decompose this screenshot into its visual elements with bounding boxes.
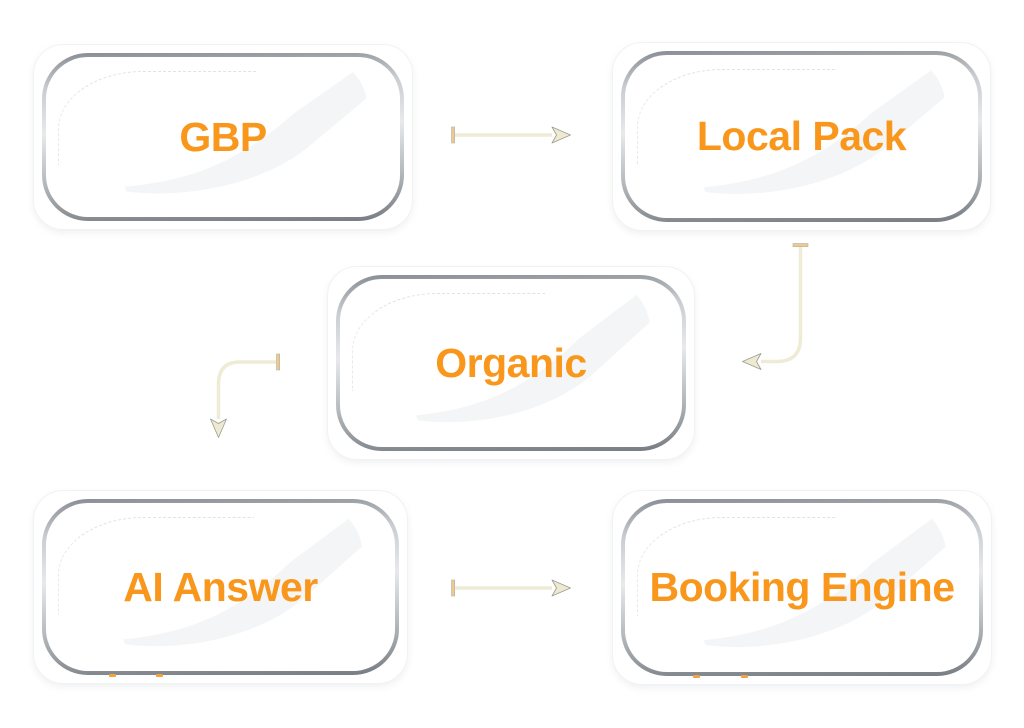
artifact-mark	[693, 675, 700, 678]
arrow-start-tick	[792, 243, 809, 248]
inner-highlight-dash	[58, 71, 258, 165]
arrow-start-tick	[451, 126, 456, 144]
metal-border-ring: Local Pack	[621, 51, 982, 222]
inner-highlight-dash	[352, 293, 545, 392]
metal-border-ring: Booking Engine	[621, 499, 983, 676]
arrow-head-down-icon	[210, 418, 227, 438]
metal-border-ring: Organic	[336, 275, 686, 451]
inner-highlight-dash	[58, 517, 255, 616]
node-organic: Organic	[327, 266, 695, 460]
node-local-pack: Local Pack	[612, 42, 991, 231]
artifact-mark	[109, 674, 116, 677]
arrow-start-tick	[276, 353, 281, 371]
node-label-ai-answer: AI Answer	[123, 563, 318, 610]
arrow-ai-answer-to-booking-engine	[451, 579, 571, 597]
shine-swoosh	[416, 294, 650, 423]
node-label-gbp: GBP	[179, 113, 267, 160]
metal-border-ring: GBP	[42, 53, 404, 221]
inner-highlight-dash	[637, 517, 837, 617]
arrow-organic-to-ai-answer	[210, 353, 281, 438]
arrow-head-right-icon	[551, 579, 571, 597]
arrow-head-right-icon	[551, 126, 571, 144]
shine-swoosh	[124, 72, 367, 194]
arrow-start-tick	[451, 579, 456, 597]
shine-swoosh	[123, 518, 363, 647]
shine-swoosh	[703, 518, 946, 648]
arrow-head-left-icon	[742, 353, 762, 370]
node-label-booking-engine: Booking Engine	[649, 564, 955, 610]
node-label-local-pack: Local Pack	[696, 113, 907, 159]
arrow-gbp-to-local-pack	[451, 126, 571, 144]
node-gbp: GBP	[33, 44, 413, 230]
node-label-organic: Organic	[435, 339, 587, 386]
metal-border-ring: AI Answer	[42, 499, 399, 675]
node-booking-engine: Booking Engine	[612, 490, 992, 685]
shine-swoosh	[703, 70, 945, 194]
inner-highlight-dash	[637, 69, 836, 165]
arrow-local-pack-to-organic	[742, 243, 809, 370]
artifact-mark	[741, 675, 748, 678]
node-ai-answer: AI Answer	[33, 490, 408, 684]
artifact-mark	[156, 674, 163, 677]
